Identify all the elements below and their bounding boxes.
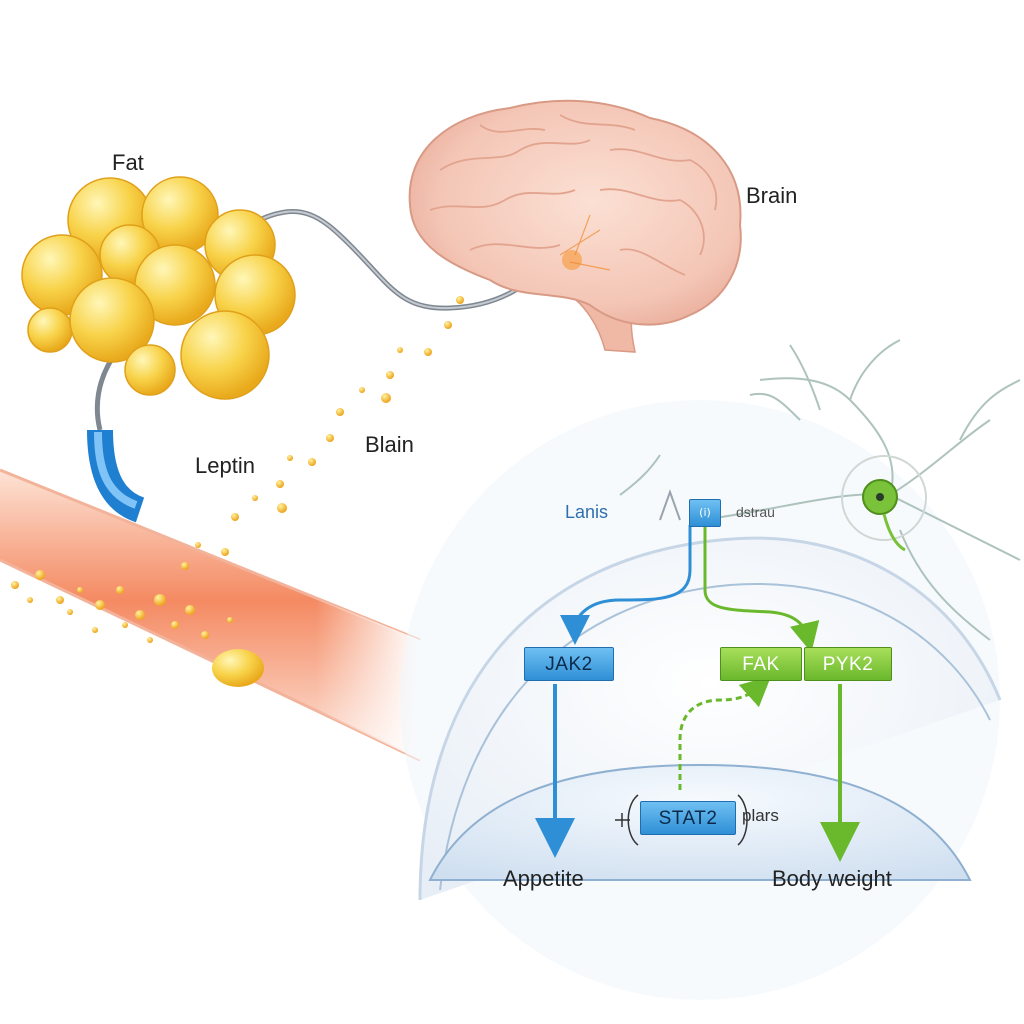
fak-node: FAK xyxy=(720,647,802,681)
pathway-arrows xyxy=(535,525,860,862)
blain-label: Blain xyxy=(365,432,414,457)
appetite-label: Appetite xyxy=(503,866,584,891)
blood-vessel xyxy=(0,468,421,762)
receptor-box: (i) xyxy=(689,499,721,527)
receptor-side-label: dstrau xyxy=(736,504,775,520)
lanis-label: Lanis xyxy=(565,502,609,522)
stat-side-label: plars xyxy=(742,806,779,825)
jak2-node: JAK2 xyxy=(524,647,614,681)
pyk2-node: PYK2 xyxy=(804,647,892,681)
body-weight-label: Body weight xyxy=(772,866,892,891)
leptin-label: Leptin xyxy=(195,453,255,478)
stat2-node: STAT2 xyxy=(640,801,736,835)
fat-cell-cluster xyxy=(21,176,296,400)
fat-label: Fat xyxy=(112,150,144,175)
receptor-arrow-mark xyxy=(659,489,681,521)
brain-illustration xyxy=(408,99,742,353)
brain-label: Brain xyxy=(746,183,798,208)
leptin-droplets xyxy=(181,296,464,570)
neuron-cell xyxy=(400,339,1021,1000)
